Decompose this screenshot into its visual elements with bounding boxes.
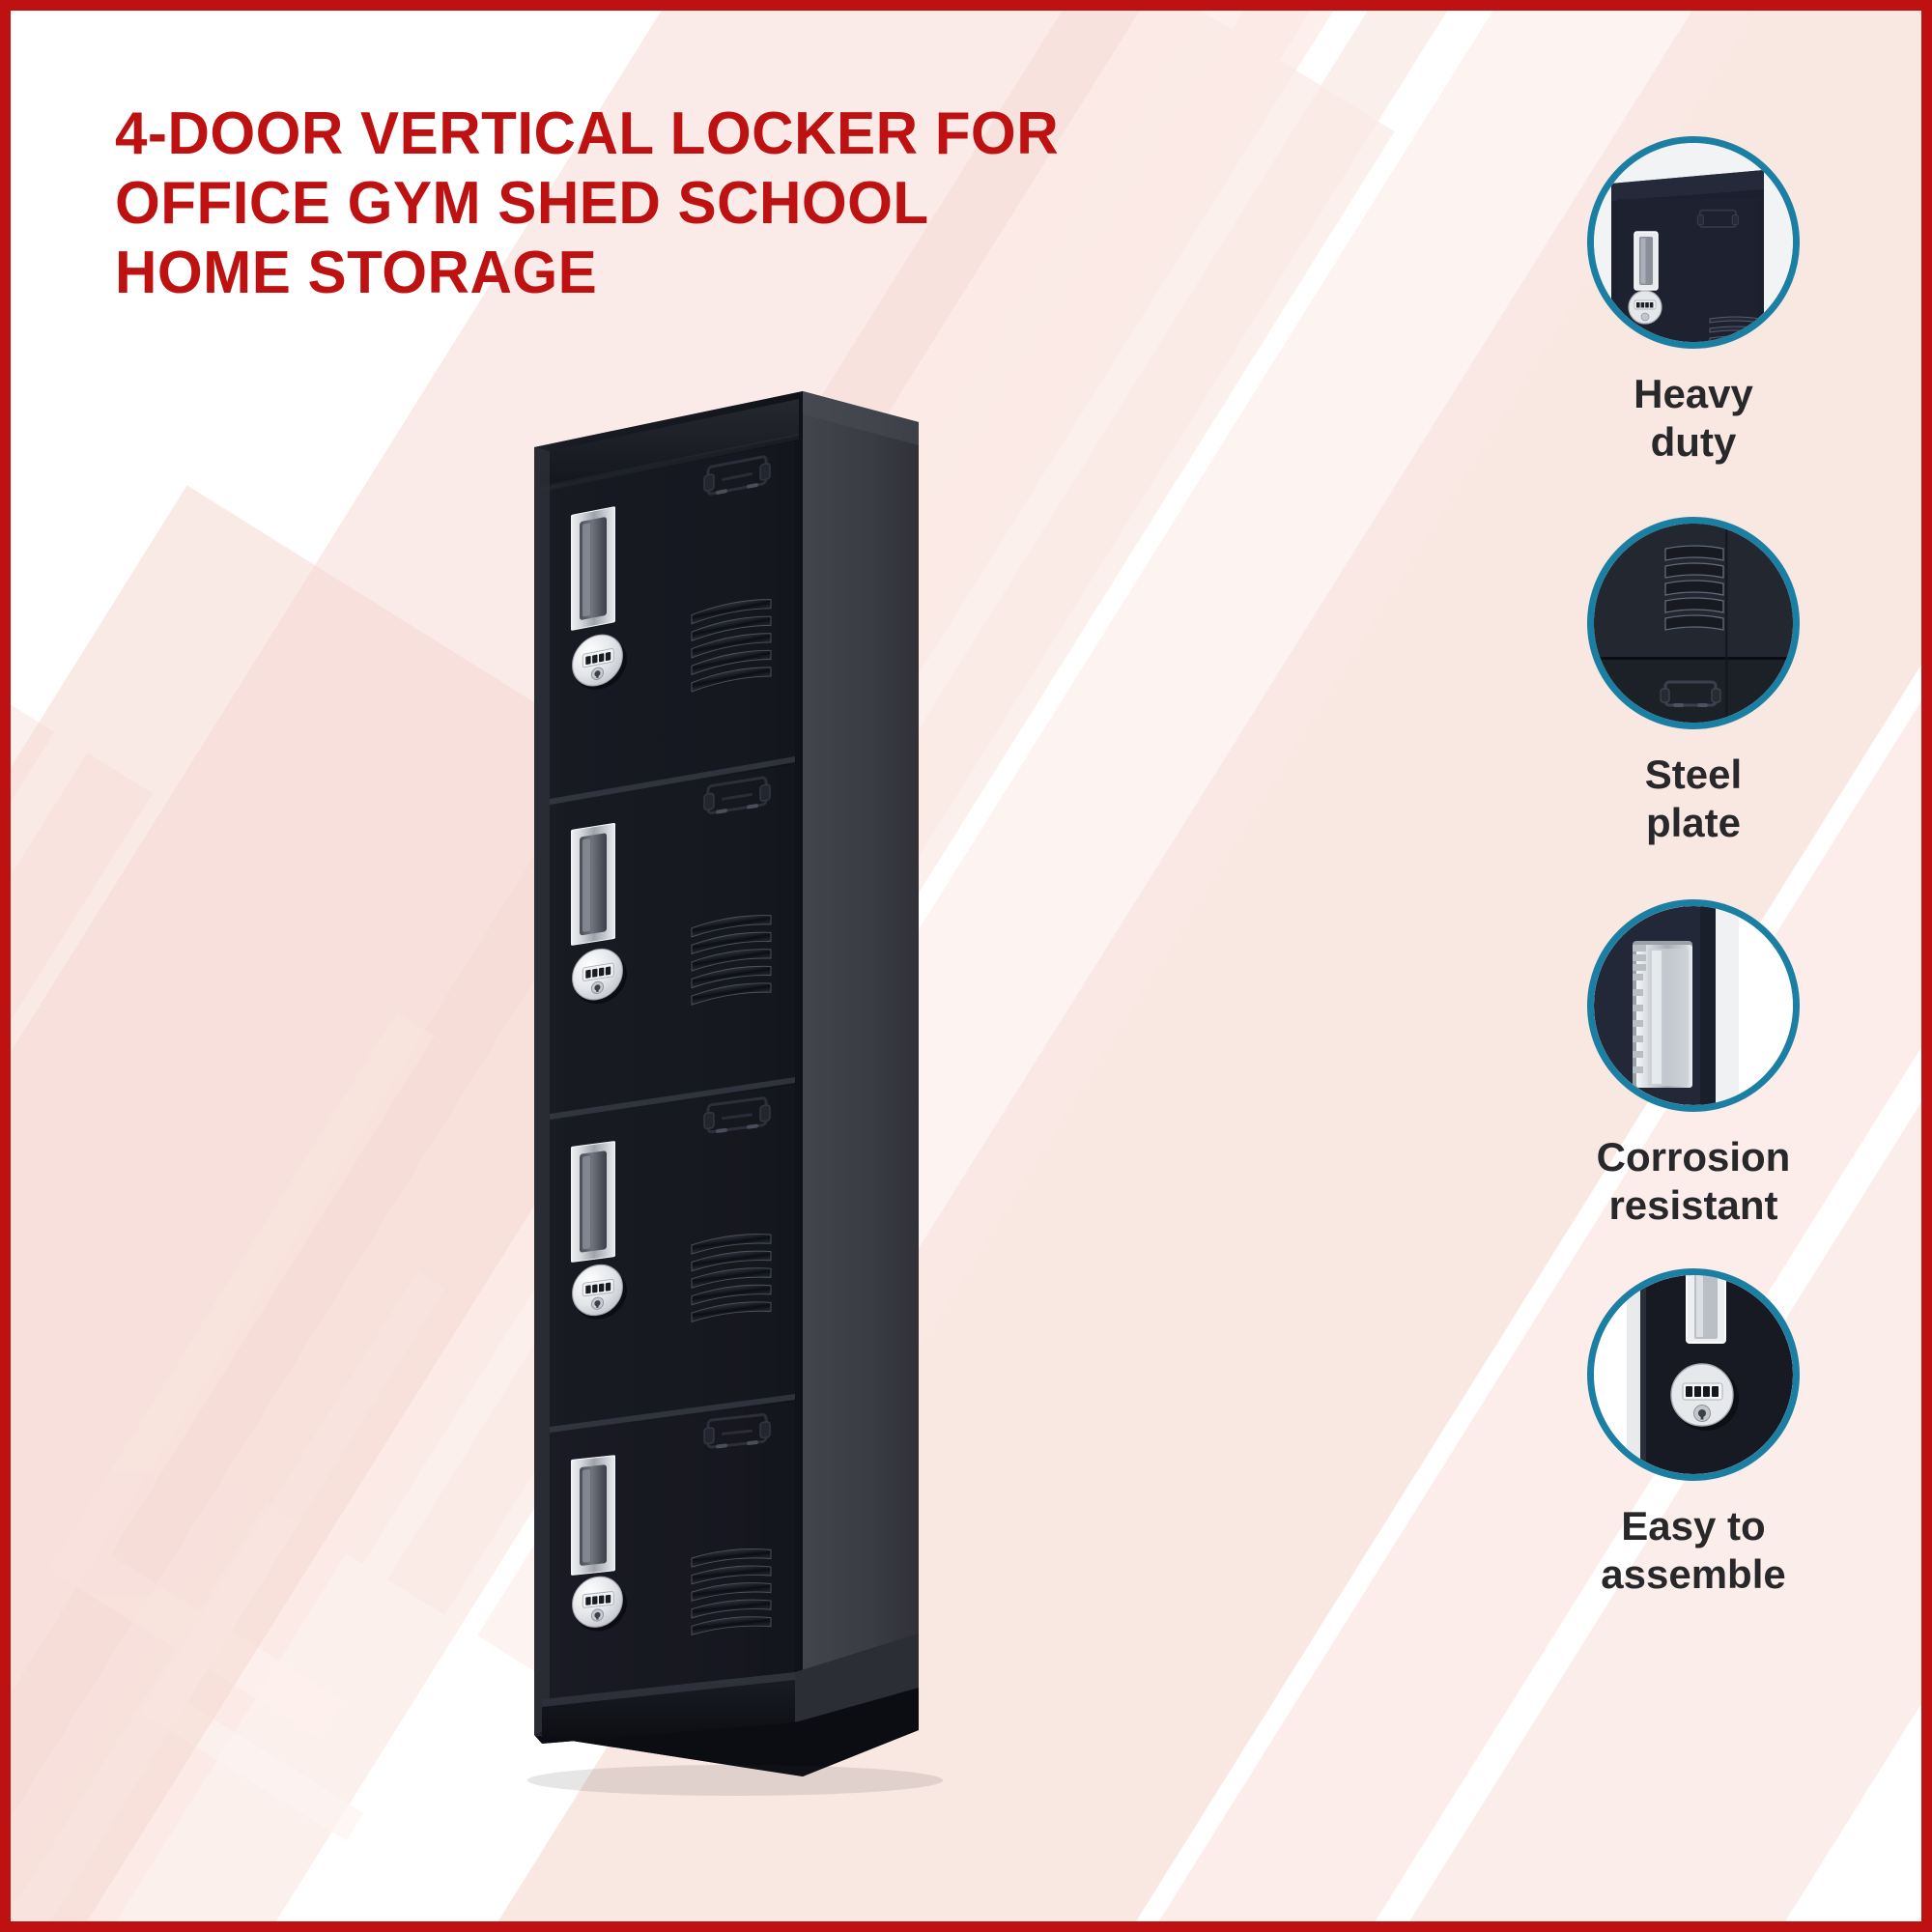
title-line-1: 4-DOOR VERTICAL LOCKER FOR [115, 100, 1060, 167]
feature-label-line-2: plate [1645, 800, 1741, 845]
locker-door-3 [550, 1085, 795, 1433]
feature-label-line-2: assemble [1601, 1551, 1786, 1597]
feature-callout-rail: Heavy duty [1500, 136, 1887, 1875]
locker-base-plinth [534, 1634, 919, 1776]
feature-label-line-1: Easy to [1621, 1503, 1766, 1548]
feature-label-steel-plate: Steel plate [1645, 751, 1742, 847]
feature-label-line-2: resistant [1608, 1182, 1778, 1228]
title-line-2: OFFICE GYM SHED SCHOOL [115, 170, 929, 237]
feature-label-heavy-duty: Heavy duty [1634, 370, 1753, 467]
feature-label-line-1: Steel [1644, 752, 1743, 797]
feature-label-line-1: Corrosion [1596, 1134, 1791, 1179]
locker-door-2 [550, 764, 795, 1120]
feature-closeup-steel-plate [1587, 517, 1800, 729]
title-line-3: HOME STORAGE [115, 240, 598, 306]
locker-door-1 [550, 441, 795, 805]
locker-door-4 [550, 1402, 795, 1732]
feature-label-easy-to-assemble: Easy to assemble [1601, 1502, 1785, 1599]
feature-item-corrosion-resistant: Corrosion resistant [1500, 899, 1887, 1230]
feature-item-steel-plate: Steel plate [1500, 517, 1887, 847]
feature-label-corrosion-resistant: Corrosion resistant [1597, 1133, 1791, 1230]
feature-closeup-easy-to-assemble [1587, 1268, 1800, 1481]
feature-label-line-1: Heavy [1634, 371, 1753, 416]
feature-item-easy-to-assemble: Easy to assemble [1500, 1268, 1887, 1599]
feature-label-line-2: duty [1650, 419, 1737, 465]
feature-closeup-corrosion-resistant [1587, 899, 1800, 1112]
locker-side-panel [803, 391, 919, 1776]
feature-closeup-heavy-duty [1587, 136, 1800, 349]
page-title: 4-DOOR VERTICAL LOCKER FOR OFFICE GYM SH… [115, 99, 1081, 308]
feature-item-heavy-duty: Heavy duty [1500, 136, 1887, 467]
product-image-locker [513, 378, 1112, 1827]
